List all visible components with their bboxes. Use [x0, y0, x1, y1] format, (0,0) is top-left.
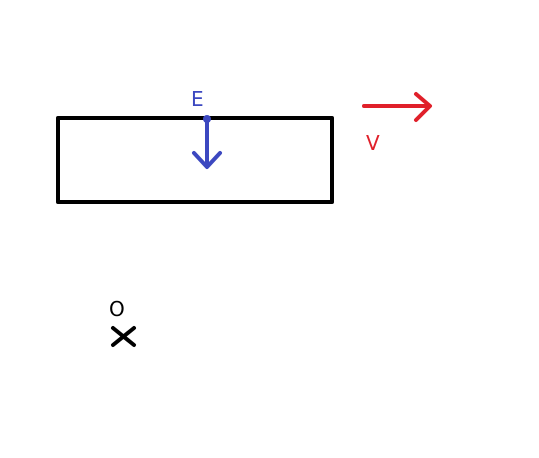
- velocity-arrow-head: [414, 92, 432, 122]
- origin-label: O: [109, 297, 125, 321]
- rectangle-region: [56, 116, 334, 204]
- field-arrow-group: E: [191, 87, 222, 169]
- field-arrow-head: [192, 151, 222, 169]
- field-label: E: [191, 87, 204, 111]
- velocity-label: V: [366, 131, 380, 155]
- rectangle-outline: [56, 116, 334, 204]
- origin-cross-icon: [111, 326, 136, 347]
- velocity-arrow-group: V: [362, 92, 432, 155]
- origin-marker-group: O: [109, 297, 136, 347]
